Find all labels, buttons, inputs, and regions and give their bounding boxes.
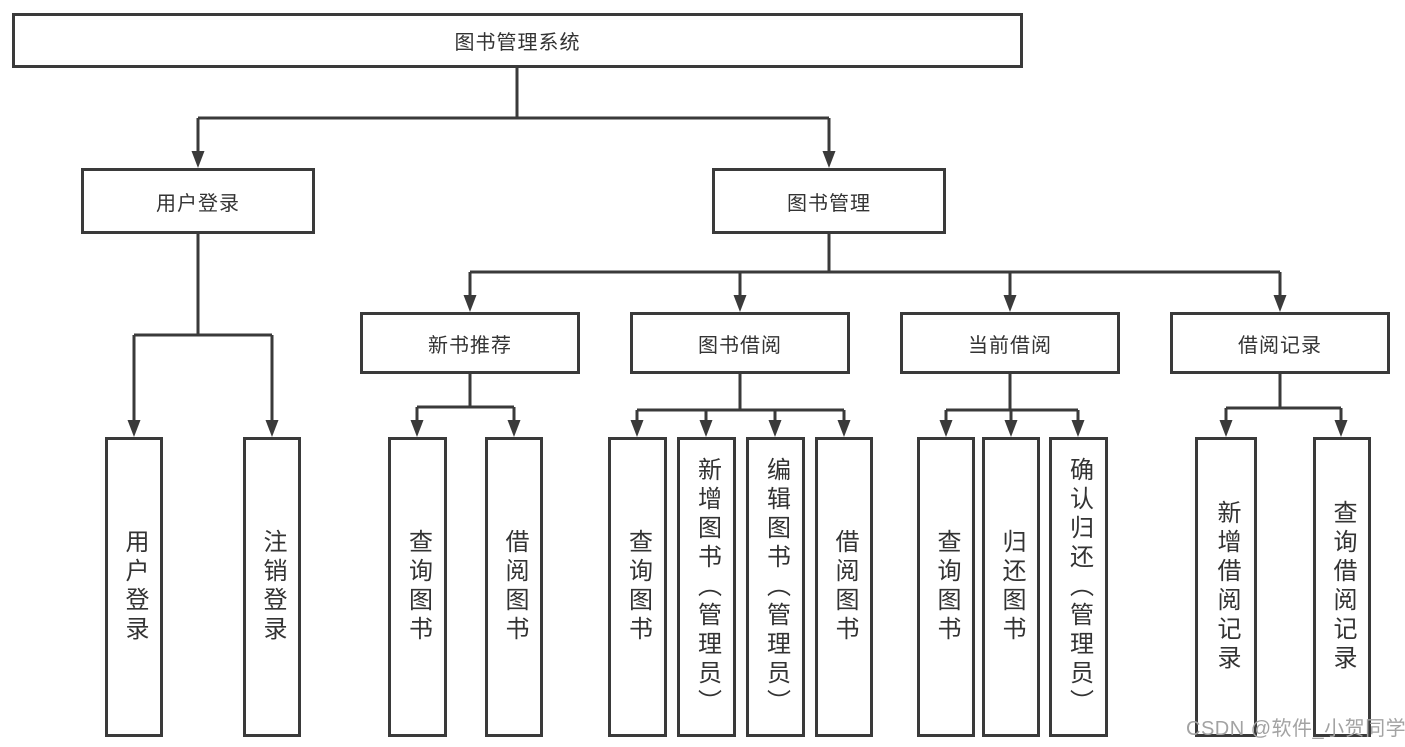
node-root-system: 图书管理系统 — [12, 13, 1023, 68]
node-label: 用户登录 — [156, 192, 240, 215]
leaf-borrow-add-book-admin: 新增图书（管理员） — [677, 437, 736, 737]
leaf-current-query-book: 查询图书 — [917, 437, 975, 737]
node-book-management-branch: 图书管理 — [712, 168, 946, 234]
csdn-watermark: CSDN @软件_小贺同学 — [1186, 718, 1405, 740]
leaf-borrow-edit-book-admin: 编辑图书（管理员） — [746, 437, 805, 737]
leaf-user-login: 用户登录 — [105, 437, 163, 737]
leaf-label: 确认归还（管理员） — [1065, 456, 1093, 718]
node-label: 新书推荐 — [428, 334, 512, 357]
leaf-borrow-query-book: 查询图书 — [608, 437, 667, 737]
leaf-label: 借阅图书 — [831, 529, 858, 645]
leaf-label: 查询图书 — [624, 529, 652, 645]
leaf-label: 新增借阅记录 — [1213, 500, 1240, 674]
leaf-label: 编辑图书（管理员） — [762, 456, 790, 718]
leaf-label: 归还图书 — [998, 529, 1025, 645]
leaf-record-add-borrow-record: 新增借阅记录 — [1195, 437, 1257, 737]
node-label: 图书管理 — [787, 192, 871, 215]
node-label: 当前借阅 — [968, 334, 1052, 357]
leaf-label: 查询图书 — [933, 529, 960, 645]
node-section-new-book-recommend: 新书推荐 — [360, 312, 580, 374]
leaf-borrow-borrow-book: 借阅图书 — [815, 437, 873, 737]
node-section-borrow-record: 借阅记录 — [1170, 312, 1390, 374]
leaf-logout: 注销登录 — [243, 437, 301, 737]
node-user-login-branch: 用户登录 — [81, 168, 315, 234]
leaf-record-query-borrow-record: 查询借阅记录 — [1313, 437, 1371, 737]
node-section-current-borrow: 当前借阅 — [900, 312, 1120, 374]
leaf-label: 查询图书 — [404, 529, 432, 645]
leaf-label: 用户登录 — [121, 529, 148, 645]
leaf-current-confirm-return-admin: 确认归还（管理员） — [1049, 437, 1108, 737]
node-label: 图书借阅 — [698, 334, 782, 357]
leaf-current-return-book: 归还图书 — [982, 437, 1040, 737]
leaf-label: 新增图书（管理员） — [693, 456, 721, 718]
leaf-label: 查询借阅记录 — [1329, 500, 1356, 674]
leaf-label: 借阅图书 — [501, 529, 528, 645]
leaf-label: 注销登录 — [259, 529, 286, 645]
node-label: 图书管理系统 — [454, 32, 581, 54]
node-label: 借阅记录 — [1238, 334, 1322, 357]
node-section-book-borrow: 图书借阅 — [630, 312, 850, 374]
leaf-recommend-borrow-book: 借阅图书 — [485, 437, 543, 737]
leaf-recommend-query-book: 查询图书 — [388, 437, 447, 737]
